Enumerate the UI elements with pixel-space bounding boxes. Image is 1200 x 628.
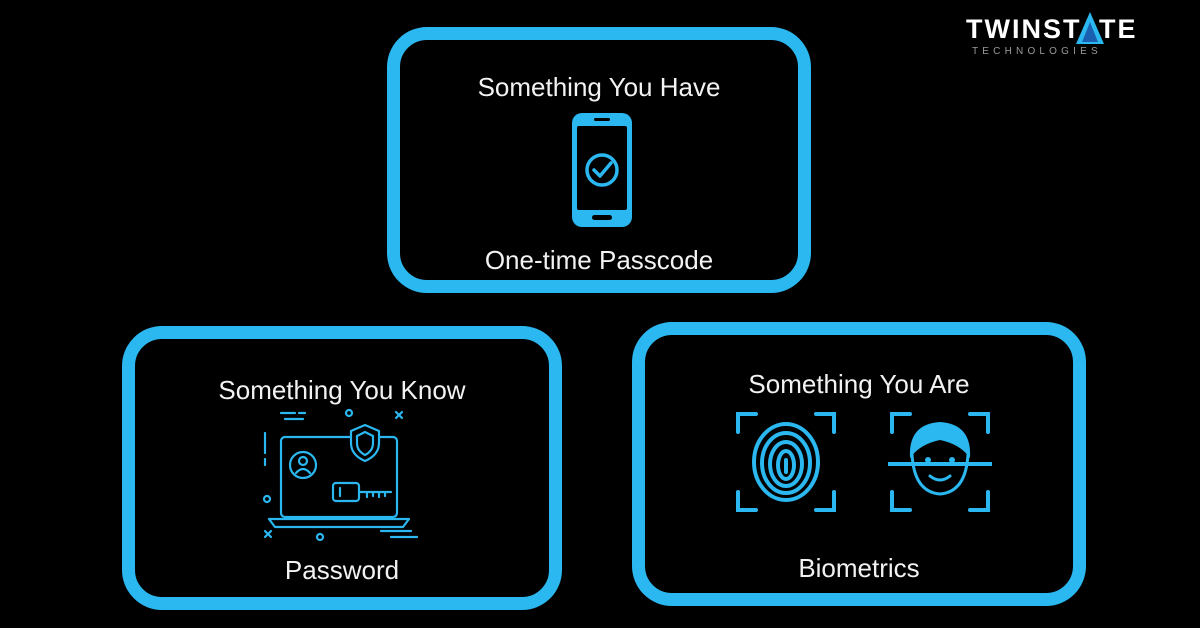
factor-label: Password — [284, 555, 400, 585]
factor-card-have: Something You Have One-time Passcode — [387, 27, 811, 293]
factor-title: Something You Have — [477, 72, 721, 102]
face-scan-icon — [888, 412, 992, 512]
logo-subtitle: TECHNOLOGIES — [972, 46, 1102, 57]
logo-wordmark: TWINSTATE — [966, 14, 1138, 44]
laptop-key-icon — [262, 408, 419, 542]
logo-triangle-icon — [1076, 12, 1104, 44]
factor-card-are: Something You Are Biometrics — [632, 322, 1086, 606]
factor-label: One-time Passcode — [484, 245, 714, 275]
factor-card-know: Something You Know — [122, 326, 562, 610]
twinstate-logo: TWINSTATE TECHNOLOGIES — [960, 12, 1186, 60]
fingerprint-icon — [736, 412, 836, 512]
factor-label: Biometrics — [798, 553, 920, 583]
factor-title: Something You Are — [748, 369, 970, 399]
factor-title: Something You Know — [218, 375, 466, 405]
smartphone-check-icon — [572, 113, 632, 227]
